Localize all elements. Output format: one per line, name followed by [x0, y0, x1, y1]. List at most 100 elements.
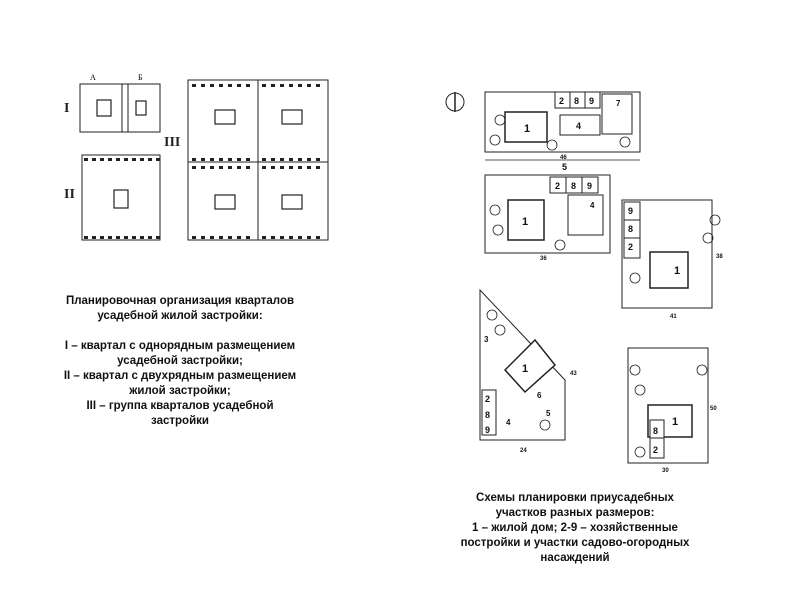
- house-plot-mark: [289, 84, 293, 87]
- tree-icon: [486, 309, 498, 321]
- left-caption-title-1: Планировочная организация кварталов: [65, 295, 295, 307]
- p5-house-label: 1: [672, 416, 678, 428]
- house-plot-mark: [108, 158, 112, 161]
- house-plot-mark: [262, 166, 266, 169]
- house-plot-mark: [271, 158, 275, 161]
- p4-side-label: 43: [570, 371, 577, 377]
- left-caption-item-3: II – квартал с двухрядным размещением: [63, 370, 297, 382]
- house-plot-mark: [246, 236, 250, 239]
- p2-b8-label: 8: [571, 181, 576, 191]
- house-plot-mark: [156, 158, 160, 161]
- house-plot-mark: [92, 236, 96, 239]
- left-caption-item-5: III – группа кварталов усадебной: [86, 400, 274, 412]
- p5-dim-label: 30: [662, 468, 669, 474]
- house-plot-mark: [124, 236, 128, 239]
- site-plans-figure: 1 2 8 9 4 7 46 5 1 2 8 9 4 36 1: [440, 80, 730, 480]
- house-plot-mark: [132, 236, 136, 239]
- site-plan-2: [484, 174, 611, 254]
- house-plot-mark: [156, 236, 160, 239]
- block-I-A: [79, 83, 129, 133]
- p2-b9-label: 9: [587, 181, 592, 191]
- p4-b9-label: 9: [485, 425, 490, 435]
- tree-icon: [489, 204, 501, 216]
- left-caption-item-1: I – квартал с однорядным размещением: [64, 340, 296, 352]
- block-II: [81, 154, 161, 241]
- p3-b9-label: 9: [628, 206, 633, 216]
- block-plans-svg: I II III А Б: [64, 73, 329, 241]
- site-plan-3: [621, 199, 713, 309]
- left-caption-title-2: усадебной жилой застройки:: [97, 310, 263, 322]
- house-plot-mark: [289, 236, 293, 239]
- site-plan-1: [484, 91, 641, 161]
- right-caption-line-3: 1 – жилой дом; 2-9 – хозяйственные: [472, 522, 678, 534]
- house-plot-mark: [228, 158, 232, 161]
- tree-icon: [702, 232, 714, 244]
- house-plot-mark: [192, 84, 196, 87]
- right-caption-line-2: участков разных размеров:: [495, 507, 655, 519]
- p3-b8-label: 8: [628, 224, 633, 234]
- site-plan-5: [627, 347, 709, 464]
- house-plot-mark: [201, 84, 205, 87]
- p2-b4-label: 4: [590, 201, 595, 210]
- house-plot-mark: [210, 84, 214, 87]
- house-plot-mark: [210, 166, 214, 169]
- house-plot-mark: [116, 236, 120, 239]
- house-plot-mark: [192, 158, 196, 161]
- house-plot-mark: [289, 166, 293, 169]
- right-caption: Схемы планировки приусадебных участков р…: [430, 491, 720, 566]
- p1-b9-label: 9: [589, 96, 594, 106]
- house-plot-mark: [201, 166, 205, 169]
- p4-b8-label: 8: [485, 410, 490, 420]
- house-plot-mark: [210, 236, 214, 239]
- p3-dim-label: 41: [670, 314, 677, 320]
- house-plot-mark: [280, 236, 284, 239]
- right-caption-line-4: постройки и участки садово-огородных: [460, 537, 690, 549]
- house-plot-mark: [148, 158, 152, 161]
- p4-house-label: 1: [522, 363, 528, 375]
- p1-house-label: 1: [524, 123, 530, 135]
- house-plot-mark: [132, 158, 136, 161]
- house-plot-mark: [316, 236, 320, 239]
- tree-icon: [629, 272, 641, 284]
- tree-icon: [634, 384, 646, 396]
- house-plot-mark: [271, 166, 275, 169]
- p3-house-label: 1: [674, 265, 680, 277]
- left-caption-item-4: жилой застройки;: [129, 385, 231, 397]
- house-plot-mark: [298, 158, 302, 161]
- house-plot-mark: [228, 236, 232, 239]
- house-plot-mark: [289, 158, 293, 161]
- house-plot-mark: [219, 158, 223, 161]
- p3-b2-label: 2: [628, 242, 633, 252]
- p4-b3-label: 3: [484, 335, 489, 344]
- p2-gap-label: 5: [562, 162, 567, 172]
- label-A: А: [90, 73, 96, 82]
- house-plot-mark: [262, 236, 266, 239]
- p4-dim-label: 24: [520, 448, 527, 454]
- house-plot-mark: [201, 158, 205, 161]
- p1-b4-label: 4: [576, 121, 581, 131]
- left-caption: Планировочная организация кварталов усад…: [30, 294, 330, 429]
- house-plot-mark: [84, 236, 88, 239]
- house-plot-mark: [298, 166, 302, 169]
- left-caption-item-2: усадебной застройки;: [117, 355, 243, 367]
- right-caption-line-5: насаждений: [540, 552, 610, 564]
- house-plot-mark: [237, 158, 241, 161]
- house-plot-mark: [228, 84, 232, 87]
- house-plot-mark: [262, 84, 266, 87]
- house-plot-mark: [116, 158, 120, 161]
- tree-icon: [539, 419, 551, 431]
- p4-b6-label: 6: [537, 391, 542, 400]
- house-plot-mark: [307, 166, 311, 169]
- house-plot-mark: [100, 158, 104, 161]
- block-plans-figure: I II III А Б: [60, 70, 390, 245]
- house-plot-mark: [148, 236, 152, 239]
- p5-side-label: 50: [710, 406, 717, 412]
- p1-b7-label: 7: [616, 99, 621, 108]
- house-plot-mark: [271, 84, 275, 87]
- house-plot-mark: [140, 158, 144, 161]
- p4-b5-label: 5: [546, 409, 551, 418]
- house-plot-mark: [100, 236, 104, 239]
- house-plot-mark: [307, 236, 311, 239]
- house-plot-mark: [280, 158, 284, 161]
- tree-icon: [709, 214, 721, 226]
